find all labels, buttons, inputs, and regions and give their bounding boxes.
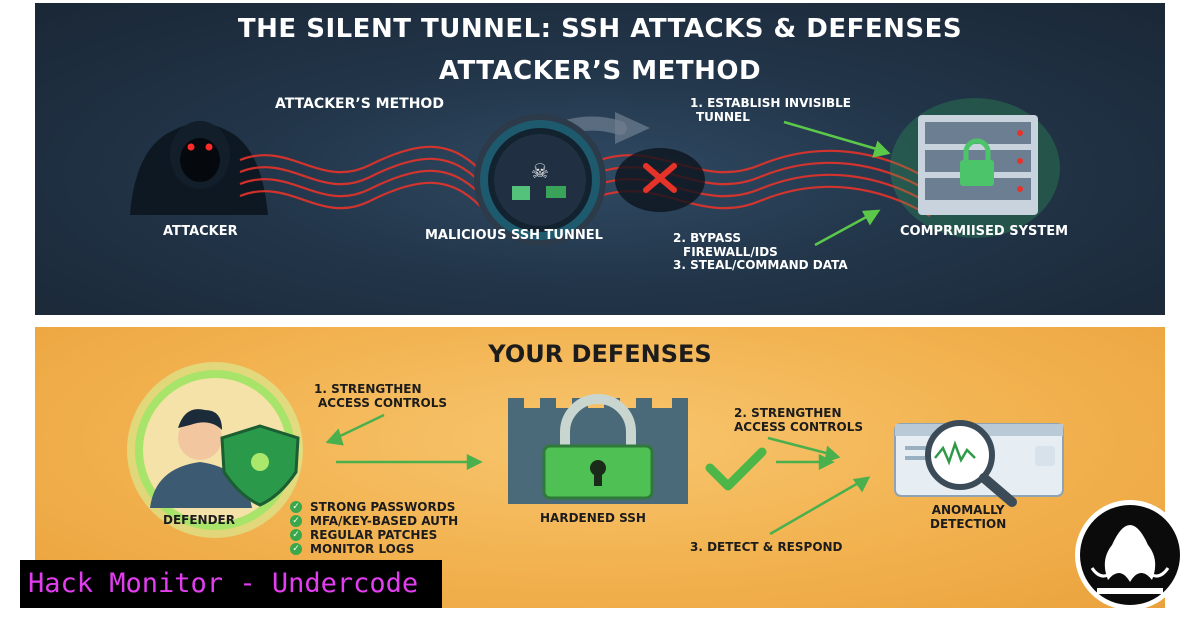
compromised-server-icon: [890, 98, 1060, 238]
check-icon: ✓: [290, 529, 302, 541]
defender-label: DEFENDER: [163, 513, 235, 527]
blocked-x-icon: [643, 163, 677, 193]
step-arrows-bottom: [325, 413, 871, 536]
checklist-item-label: MONITOR LOGS: [310, 542, 415, 556]
lock-icon: [542, 394, 654, 500]
checklist-item-label: REGULAR PATCHES: [310, 528, 438, 542]
shield-icon: [220, 424, 300, 507]
checklist-item: ✓ MFA/KEY-BASED AUTH: [290, 514, 458, 528]
tunnel-label: MALICIOUS SSH TUNNEL: [425, 228, 603, 243]
attacker-label: ATTACKER: [163, 224, 238, 239]
defense-checklist: ✓ STRONG PASSWORDS ✓ MFA/KEY-BASED AUTH …: [290, 500, 458, 556]
svg-text:☠: ☠: [531, 159, 549, 183]
anomaly-label-line2: DETECTION: [930, 517, 1007, 531]
checkmark-icon: [705, 447, 767, 491]
defense-step-1-line1: 1. STRENGTHEN: [314, 382, 422, 396]
anomaly-detection-label: ANOMALLY DETECTION: [930, 503, 1006, 531]
defense-step-2-line1: 2. STRENGTHEN: [734, 406, 842, 420]
defense-step-1: 1. STRENGTHEN ACCESS CONTROLS: [314, 382, 447, 410]
attack-step-2-line2: FIREWALL/IDS: [683, 245, 778, 259]
defense-step-1-line2: ACCESS CONTROLS: [318, 396, 447, 410]
checklist-item: ✓ STRONG PASSWORDS: [290, 500, 458, 514]
defense-step-2-line2: ACCESS CONTROLS: [734, 420, 863, 434]
attack-step-1: 1. ESTABLISH INVISIBLE TUNNEL: [690, 96, 851, 124]
hardened-ssh-label: HARDENED SSH: [540, 511, 646, 525]
attack-step-1-line2: TUNNEL: [696, 110, 750, 124]
defense-step-2: 2. STRENGTHEN ACCESS CONTROLS: [734, 406, 863, 434]
undercode-logo-icon: [1075, 500, 1185, 610]
curved-arrow-head-icon: [615, 112, 650, 144]
section-label-attack: ATTACKER’S METHOD: [275, 96, 444, 112]
attack-step-3: 3. STEAL/COMMAND DATA: [673, 258, 848, 272]
page-title: THE SILENT TUNNEL: SSH ATTACKS & DEFENSE…: [237, 14, 963, 44]
step-arrows-top: [783, 120, 891, 247]
attack-step-1-line1: 1. ESTABLISH INVISIBLE: [690, 96, 851, 110]
compromised-system-label: COMPRMIISED SYSTEM: [900, 224, 1069, 239]
defense-step-3: 3. DETECT & RESPOND: [690, 540, 843, 554]
attack-step-2: 2. BYPASS FIREWALL/IDS: [673, 231, 778, 259]
anomaly-label-line1: ANOMALLY: [931, 503, 1005, 517]
checklist-item-label: STRONG PASSWORDS: [310, 500, 456, 514]
ssh-tunnel-portal-icon: ☠: [474, 114, 705, 246]
check-icon: ✓: [290, 501, 302, 513]
checklist-item: ✓ REGULAR PATCHES: [290, 528, 458, 542]
checklist-item-label: MFA/KEY-BASED AUTH: [310, 514, 459, 528]
defense-title: YOUR DEFENSES: [488, 340, 712, 368]
magnifier-icon: [925, 420, 1017, 507]
checklist-item: ✓ MONITOR LOGS: [290, 542, 458, 556]
check-icon: ✓: [290, 543, 302, 555]
page-subtitle: ATTACKER’S METHOD: [438, 56, 762, 86]
check-icon: ✓: [290, 515, 302, 527]
attack-step-2-line1: 2. BYPASS: [673, 231, 741, 245]
brand-banner: Hack Monitor - Undercode: [20, 560, 442, 608]
attacker-hooded-figure-icon: [130, 121, 268, 215]
